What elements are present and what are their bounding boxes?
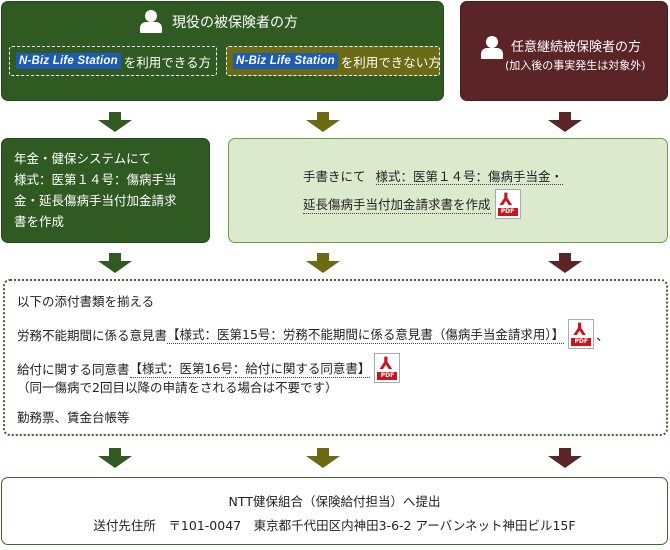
form-16-link[interactable]: 【様式：医第16号：給付に関する同意書】: [129, 358, 371, 378]
current-insured-header: 現役の被保険者の方: [140, 10, 298, 34]
form-15-link[interactable]: 【様式：医第15号：労務不能期間に係る意見書（傷病手当金請求用）】: [167, 324, 565, 344]
arrow-down-icon: [548, 253, 582, 273]
option-cannot-use[interactable]: N-Biz Life Station を利用できない方: [226, 46, 441, 76]
system-create-line: 金・延長傷病手当付加金請求: [14, 193, 177, 208]
option-can-use-label: を利用できる方: [123, 54, 212, 70]
arrow-down-icon: [548, 112, 582, 132]
arrow-down-icon: [306, 253, 340, 273]
item1-suffix: 、: [596, 327, 609, 343]
voluntary-insured-note: (加入後の事実発生は対象外): [505, 59, 646, 72]
system-create-line: 様式：医第１４号：傷病手当: [14, 172, 177, 187]
voluntary-insured-title: 任意継続被保険者の方: [511, 40, 642, 55]
attachments-box: 以下の添付書類を揃える 労務不能期間に係る意見書 【様式：医第15号：労務不能期…: [3, 279, 668, 436]
pdf-icon[interactable]: ⅄PDF: [494, 189, 521, 219]
handwritten-prefix: 手書きにて: [303, 169, 366, 184]
attachments-heading: 以下の添付書類を揃える: [17, 294, 155, 309]
arrow-down-icon: [98, 112, 132, 132]
form-14-link[interactable]: 様式：医第１４号：傷病手当金・: [375, 169, 564, 185]
current-insured-title: 現役の被保険者の方: [172, 15, 298, 31]
person-icon: [140, 10, 162, 34]
pdf-icon[interactable]: ⅄PDF: [374, 353, 401, 383]
arrow-down-icon: [306, 112, 340, 132]
current-insured-box: 現役の被保険者の方 N-Biz Life Station を利用できる方 N-B…: [1, 1, 444, 101]
person-icon: [481, 36, 503, 60]
nbiz-logo: N-Biz Life Station: [16, 53, 121, 69]
arrow-down-icon: [548, 448, 582, 468]
handwritten-create-box: 手書きにて 様式：医第１４号：傷病手当金・ 延長傷病手当付加金請求書を作成 ⅄P…: [228, 138, 668, 243]
attachment-item-3: 勤務票、賃金台帳等: [17, 410, 130, 425]
pdf-icon[interactable]: ⅄PDF: [568, 319, 595, 349]
arrow-down-icon: [98, 253, 132, 273]
attachment-item-1: 労務不能期間に係る意見書 【様式：医第15号：労務不能期間に係る意見書（傷病手当…: [17, 319, 609, 349]
attachment-item-2: 給付に関する同意書 【様式：医第16号：給付に関する同意書】 ⅄PDF: [17, 353, 401, 383]
submission-title: NTT健保組合（保険給付担当）へ提出: [228, 494, 441, 509]
attachment-item-2-note: （同一傷病で2回目以降の申請をされる場合は不要です）: [17, 380, 338, 395]
submission-address: 送付先住所 〒101-0047 東京都千代田区内神田3-6-2 アーバンネット神…: [93, 518, 576, 533]
system-create-line: 書を作成: [14, 214, 65, 229]
option-can-use[interactable]: N-Biz Life Station を利用できる方: [9, 46, 217, 76]
arrow-down-icon: [98, 448, 132, 468]
item1-prefix: 労務不能期間に係る意見書: [17, 327, 168, 343]
form-14-link-cont[interactable]: 延長傷病手当付加金請求書を作成: [303, 194, 491, 214]
system-create-box: 年金・健保システムにて 様式：医第１４号：傷病手当 金・延長傷病手当付加金請求 …: [1, 138, 210, 243]
system-create-line: 年金・健保システムにて: [14, 151, 152, 166]
item2-prefix: 給付に関する同意書: [17, 361, 130, 377]
arrow-down-icon: [306, 448, 340, 468]
nbiz-logo: N-Biz Life Station: [233, 53, 338, 69]
submission-box: NTT健保組合（保険給付担当）へ提出 送付先住所 〒101-0047 東京都千代…: [1, 477, 668, 545]
voluntary-insured-box: 任意継続被保険者の方 (加入後の事実発生は対象外): [460, 1, 668, 101]
option-cannot-use-label: を利用できない方: [340, 54, 441, 70]
